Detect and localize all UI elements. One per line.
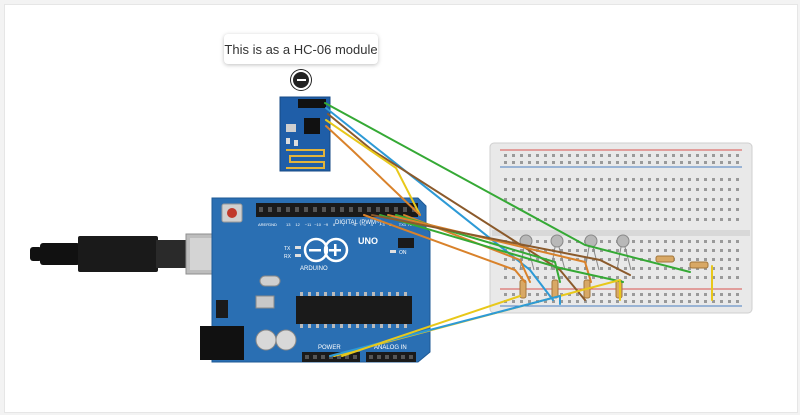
pin-label: 13 bbox=[286, 222, 291, 227]
pin-label: ~11 bbox=[305, 222, 312, 227]
aref-label: AREF bbox=[258, 222, 269, 227]
pin-label: 12 bbox=[295, 222, 300, 227]
pin-label: ~3 bbox=[380, 222, 385, 227]
usb-plug-icon bbox=[30, 233, 221, 275]
pin-label: 8 bbox=[333, 222, 336, 227]
leds[interactable] bbox=[519, 234, 632, 271]
model-label: UNO bbox=[358, 236, 378, 246]
brand-label: ARDUINO bbox=[300, 266, 328, 272]
pin-label: ~9 bbox=[324, 222, 329, 227]
digital-label: DIGITAL (PWM~) bbox=[335, 220, 382, 226]
component-tooltip: This is as a HC-06 module bbox=[224, 34, 378, 64]
pin-label: ~6 bbox=[352, 222, 357, 227]
on-label: ON bbox=[399, 250, 407, 256]
pin-label: TX1 bbox=[399, 222, 407, 227]
minus-circle-icon[interactable] bbox=[291, 70, 311, 90]
tx-label: TX bbox=[284, 246, 291, 252]
pin-label: 4 bbox=[371, 222, 374, 227]
pin-label: 7 bbox=[342, 222, 345, 227]
arduino-logo-icon bbox=[303, 237, 329, 263]
analog-label: ANALOG IN bbox=[374, 345, 407, 351]
pin-label: ~10 bbox=[314, 222, 322, 227]
arduino-uno-board[interactable] bbox=[200, 197, 431, 363]
hc06-module[interactable] bbox=[279, 96, 331, 172]
wires[interactable] bbox=[324, 102, 713, 357]
rx-label: RX bbox=[284, 254, 292, 260]
power-label: POWER bbox=[318, 345, 341, 351]
pin-label: ~5 bbox=[361, 222, 366, 227]
gnd-label: GND bbox=[268, 222, 277, 227]
